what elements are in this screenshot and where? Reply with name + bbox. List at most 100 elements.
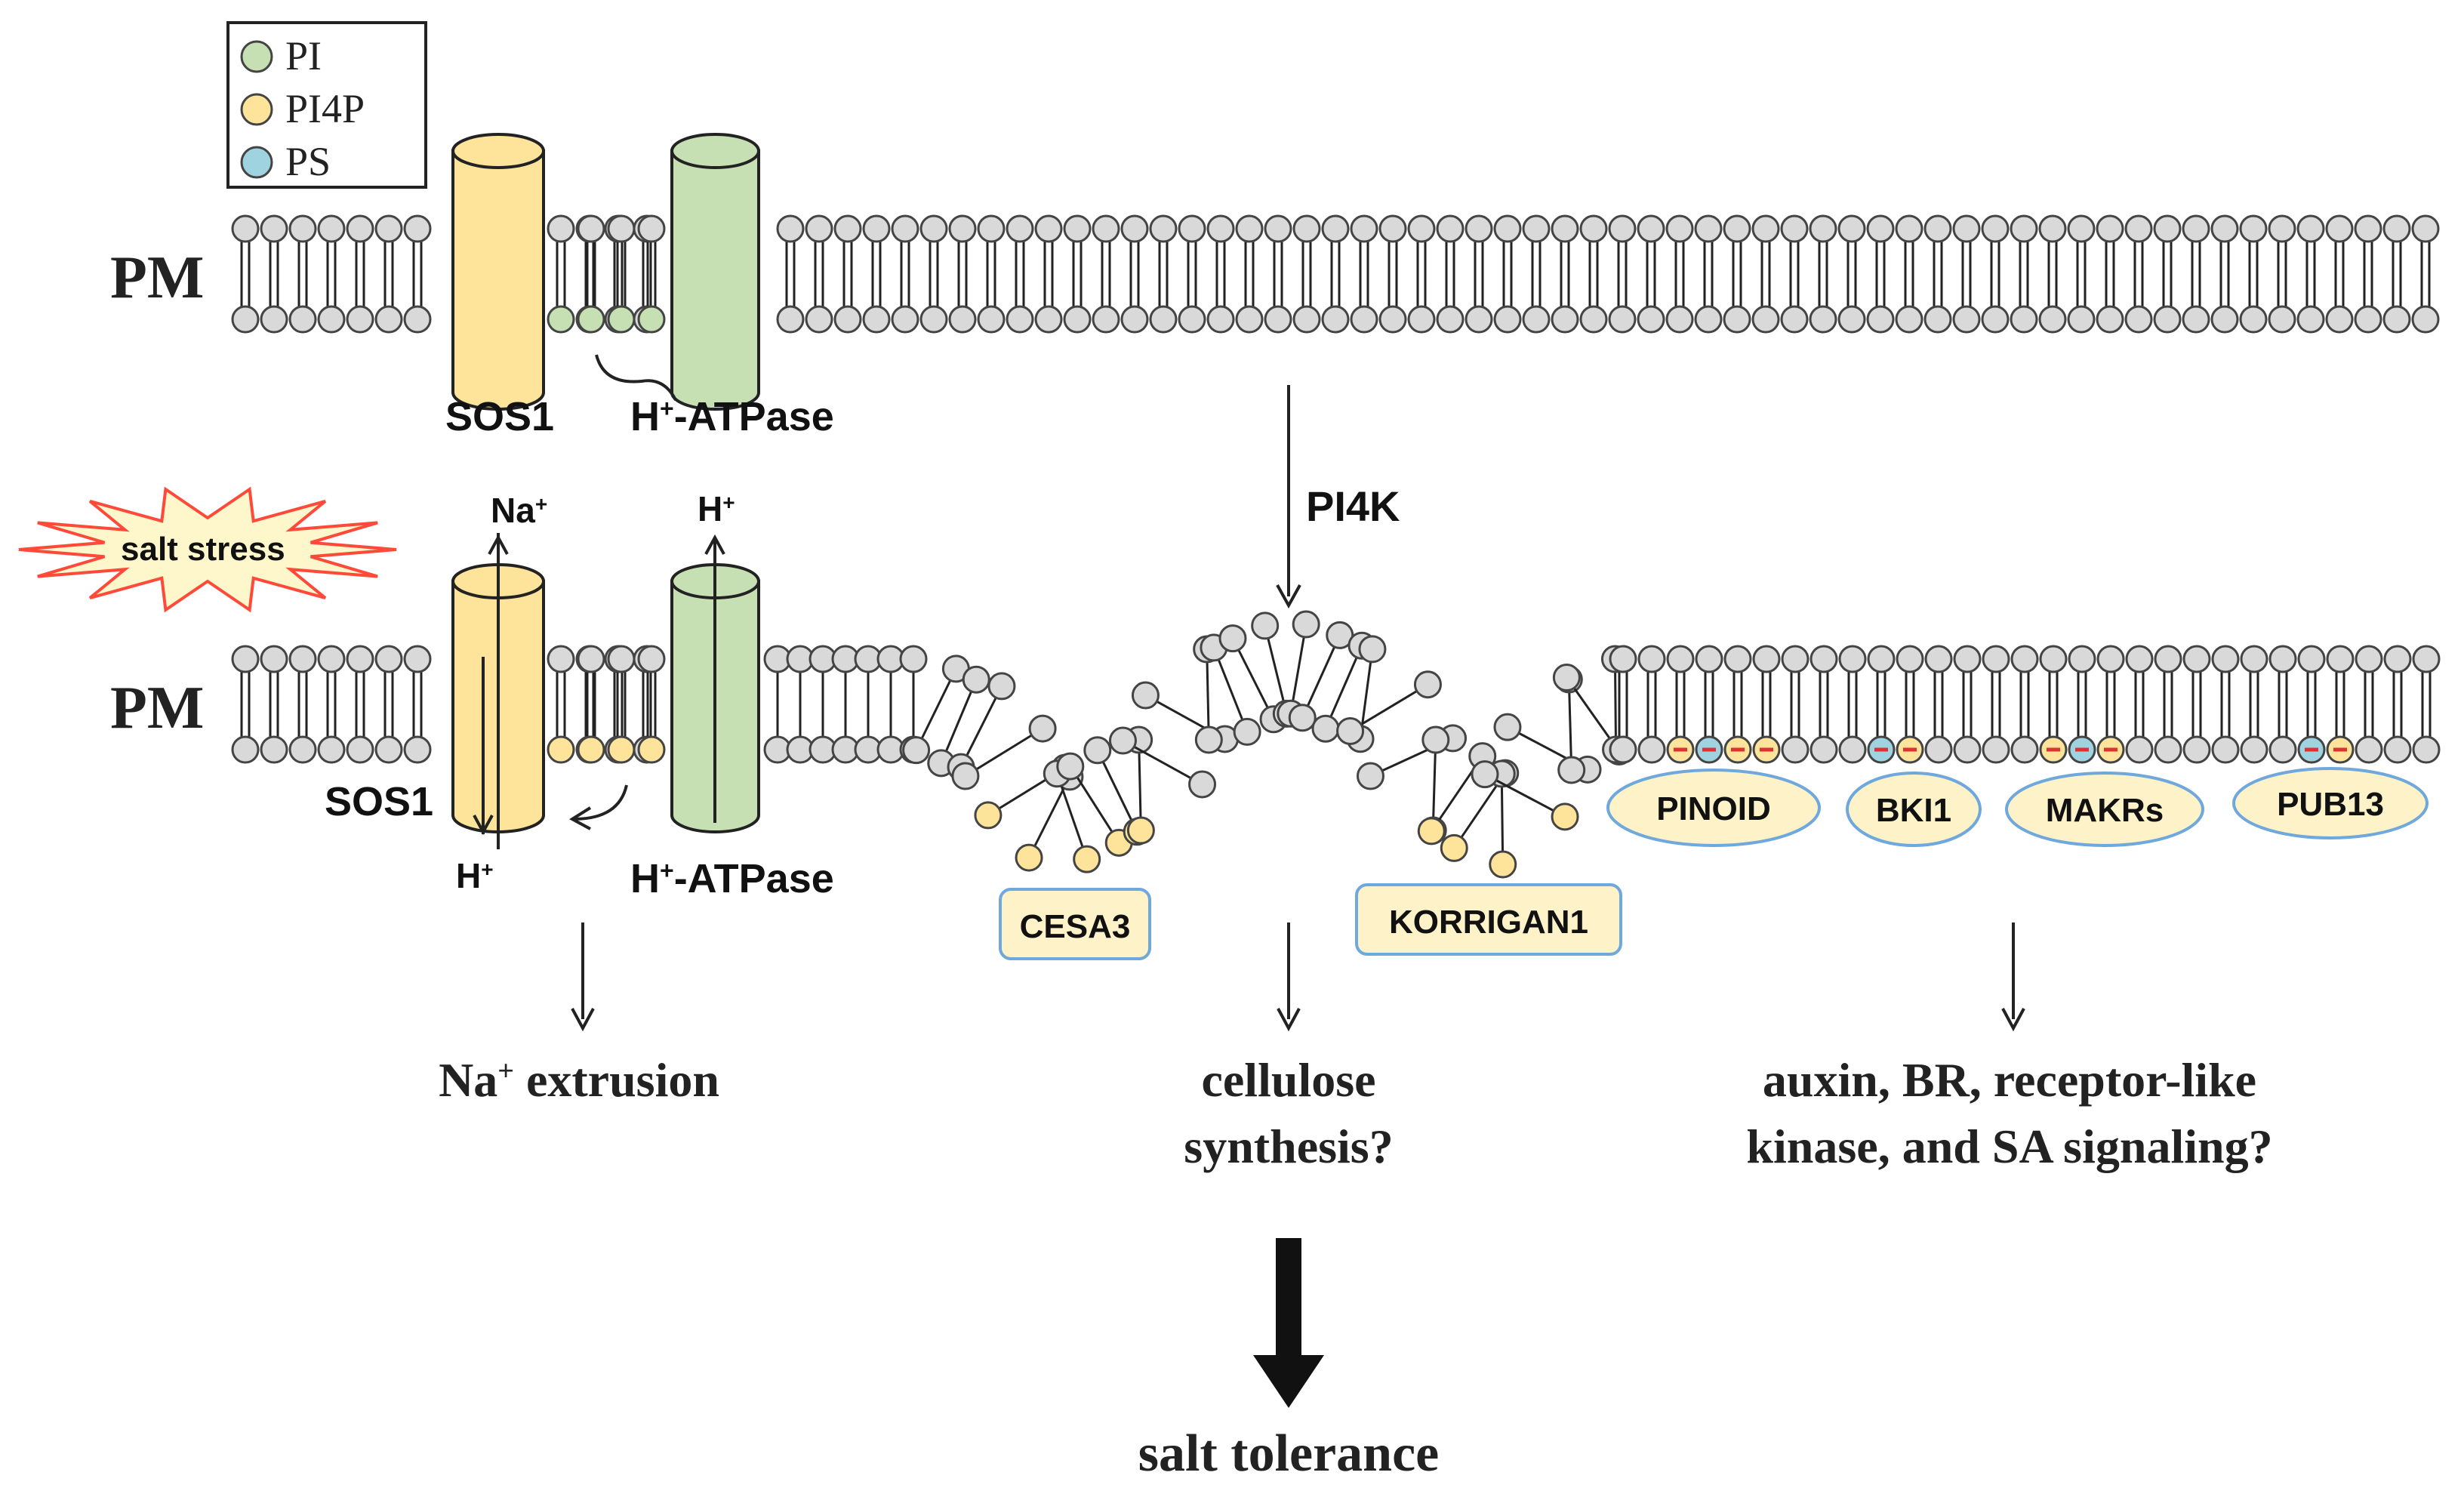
lipid-head	[1413, 670, 1442, 699]
lipid-head	[1436, 214, 1465, 243]
lipid-head	[2153, 214, 2182, 243]
lipid-head	[1092, 305, 1120, 334]
lipid-head	[577, 214, 605, 243]
lipid-head	[1723, 214, 1751, 243]
lipid-head	[948, 305, 977, 334]
pi4p-lipid-head	[577, 735, 605, 764]
lipid-head	[1292, 214, 1321, 243]
lipid-head	[317, 735, 346, 764]
lipid-head	[1120, 305, 1149, 334]
lipid-head	[2411, 214, 2440, 243]
lipid-head	[1924, 645, 1953, 673]
lipid-head	[231, 214, 260, 243]
lipid-head	[2355, 645, 2383, 673]
lipid-head	[1311, 714, 1340, 743]
lipid-head	[1780, 305, 1809, 334]
lipid-head	[1028, 714, 1057, 743]
lipid-head	[1178, 214, 1206, 243]
lipid-head	[1579, 305, 1608, 334]
lipid-head	[2240, 735, 2268, 764]
lipid-head	[231, 735, 260, 764]
lipid-head	[987, 672, 1016, 701]
protein-label: PUB13	[2277, 786, 2384, 823]
lipid-head	[2325, 305, 2354, 334]
lipid-head	[1233, 717, 1261, 746]
lipid-head	[902, 736, 931, 765]
lipid-head	[1063, 214, 1092, 243]
lipid-head	[607, 645, 636, 673]
lipid-head	[1264, 214, 1292, 243]
legend-ps-label: PS	[285, 139, 331, 184]
lipid-head	[1952, 305, 1981, 334]
lipid-head	[2211, 645, 2240, 673]
lipid-head	[2382, 305, 2411, 334]
lipid-head	[260, 645, 288, 673]
lipid-head	[2124, 305, 2153, 334]
salt-tolerance-arrow	[1253, 1238, 1324, 1408]
pi4p-lipid-head	[1440, 833, 1468, 862]
lipid-head	[1608, 305, 1637, 334]
lipid-head	[2382, 214, 2411, 243]
lipid-head	[2239, 214, 2268, 243]
lipid-head	[1981, 214, 2010, 243]
lipid-head	[891, 305, 919, 334]
lipid-head	[862, 305, 891, 334]
lipid-head	[1083, 736, 1112, 765]
lipid-head	[374, 735, 403, 764]
lipid-head	[2268, 735, 2297, 764]
lipid-head	[1149, 305, 1178, 334]
lipid-head	[346, 735, 374, 764]
bottom-sos1-label: SOS1	[325, 779, 433, 824]
top-plasma-membrane	[231, 214, 2440, 334]
top-h-atpase-pump	[670, 133, 760, 411]
lipid-head	[1493, 214, 1522, 243]
lipid-head	[1895, 214, 1923, 243]
bottom-sos1-transporter	[451, 533, 545, 849]
lipid-head	[1982, 735, 2010, 764]
lipid-head	[231, 305, 260, 334]
pi4p-lipid-head	[637, 735, 666, 764]
pi4p-lipid-head	[1073, 845, 1101, 873]
lipid-head	[1006, 305, 1034, 334]
lipid-head	[1637, 735, 1666, 764]
legend-pi-label: PI	[285, 33, 322, 79]
lipid-head	[1465, 305, 1493, 334]
lipid-head	[1493, 305, 1522, 334]
lipid-head	[1810, 735, 1838, 764]
lipid-head	[833, 214, 862, 243]
signaling-line2: kinase, and SA signaling?	[1746, 1120, 2272, 1173]
lipid-head	[1551, 214, 1579, 243]
lipid-head	[1321, 305, 1350, 334]
lipid-head	[1953, 735, 1982, 764]
lipid-head	[2154, 645, 2182, 673]
lipid-head	[805, 214, 833, 243]
lipid-head	[977, 214, 1006, 243]
lipid-head	[1471, 760, 1499, 789]
na-efflux-arrow-head	[488, 534, 509, 555]
lipid-head	[2210, 305, 2239, 334]
lipid-head	[1522, 214, 1551, 243]
lipid-head	[1781, 735, 1810, 764]
na-extrusion-text: Na+ extrusion	[439, 1053, 719, 1107]
cesa3-protein: CESA3	[999, 888, 1151, 960]
lipid-head	[2010, 735, 2039, 764]
lipid-head	[2268, 645, 2297, 673]
lipid-head	[1723, 645, 1752, 673]
lipid-head	[1895, 305, 1923, 334]
lipid-head	[2039, 645, 2068, 673]
protein-pub13: PUB13	[2232, 767, 2429, 839]
lipid-head	[288, 645, 317, 673]
lipid-head	[2239, 305, 2268, 334]
protein-label: PINOID	[1656, 790, 1771, 827]
lipid-head	[1206, 214, 1235, 243]
lipid-head	[1751, 214, 1780, 243]
lipid-head	[1063, 305, 1092, 334]
lipid-head	[1493, 713, 1522, 741]
lipid-head	[951, 762, 980, 790]
lipid-head	[1034, 214, 1063, 243]
lipid-head	[1034, 305, 1063, 334]
lipid-head	[403, 735, 432, 764]
lipid-head	[1178, 305, 1206, 334]
lipid-head	[1350, 214, 1378, 243]
